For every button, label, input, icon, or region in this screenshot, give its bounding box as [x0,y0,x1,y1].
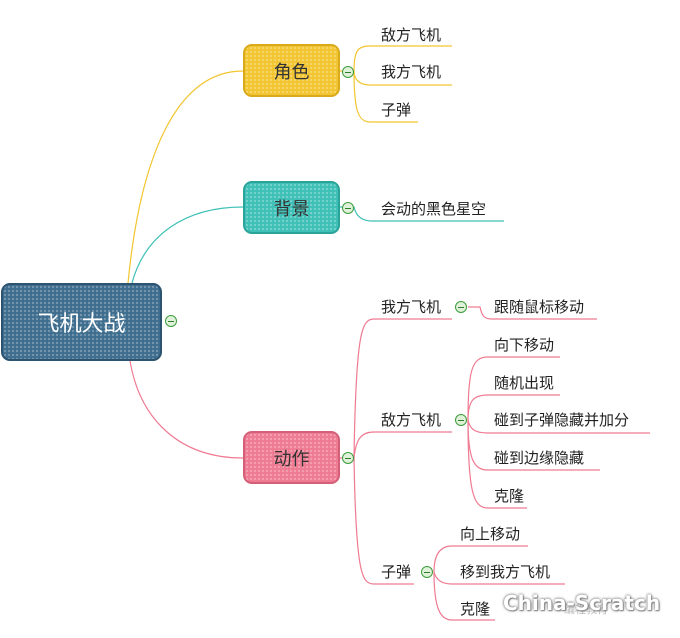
node-background-label: 背景 [273,198,310,220]
root-label: 飞机大战 [37,312,126,337]
node-action-label: 动作 [273,448,310,470]
links-action [340,306,650,621]
action-bullet-item[interactable]: 移到我方飞机 [460,563,551,581]
action-player[interactable]: 我方飞机 [381,298,442,316]
action-enemy-item[interactable]: 克隆 [494,487,525,505]
action-enemy-item[interactable]: 碰到边缘隐藏 [494,449,585,467]
root-node[interactable]: 飞机大战 [1,283,162,361]
action-bullet-item[interactable]: 向上移动 [460,525,521,543]
watermark: China-Scratch [503,591,661,615]
collapse-icon[interactable] [165,315,177,327]
link-root-action [129,360,244,459]
collapse-icon[interactable] [342,66,354,78]
action-enemy-item[interactable]: 碰到子弹隐藏并加分 [494,411,630,429]
collapse-icon[interactable] [421,566,433,578]
collapse-icon[interactable] [455,414,467,426]
role-item[interactable]: 敌方飞机 [381,26,442,44]
role-item[interactable]: 子弹 [381,101,412,119]
action-enemy-item[interactable]: 向下移动 [494,336,555,354]
links-background [340,206,504,222]
collapse-icon[interactable] [342,452,354,464]
action-enemy[interactable]: 敌方飞机 [381,411,442,429]
action-player-item[interactable]: 跟随鼠标移动 [494,298,585,316]
action-enemy-item[interactable]: 随机出现 [494,374,555,392]
action-bullet-item[interactable]: 克隆 [460,600,491,618]
links-role [340,45,452,123]
node-role-label: 角色 [273,61,310,83]
background-item[interactable]: 会动的黑色星空 [381,200,487,218]
link-root-role [127,70,244,284]
collapse-icon[interactable] [455,301,467,313]
link-root-bg [131,206,244,284]
node-role[interactable]: 角色 [243,44,340,97]
action-bullet[interactable]: 子弹 [381,563,412,581]
collapse-icon[interactable] [342,202,354,214]
role-item[interactable]: 我方飞机 [381,63,442,81]
node-action[interactable]: 动作 [243,431,340,484]
watermark-caption: 编程教育 [564,603,608,616]
node-background[interactable]: 背景 [243,181,340,234]
